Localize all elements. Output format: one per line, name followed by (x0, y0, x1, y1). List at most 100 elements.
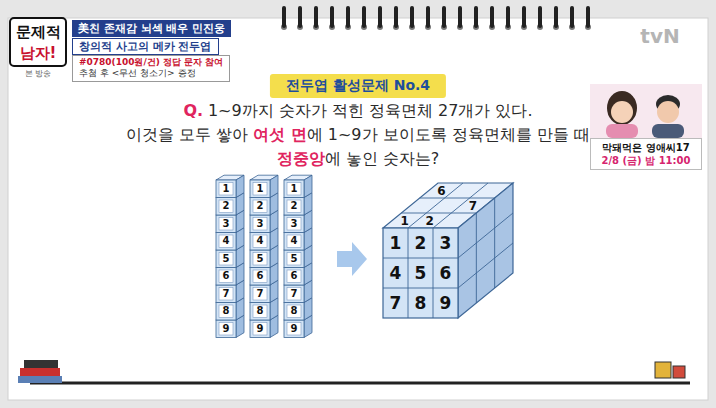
book (20, 368, 60, 376)
cube-front (216, 215, 236, 233)
question-text: 이것을 모두 쌓아 (126, 125, 248, 144)
face (611, 101, 633, 123)
number-frame (219, 323, 233, 336)
ring (506, 6, 510, 28)
cube-front (216, 268, 236, 286)
cube-number: 9 (257, 324, 264, 334)
number-frame (253, 323, 267, 336)
number-frame (253, 200, 267, 213)
cube-number: 6 (291, 271, 298, 281)
cube-number: 1 (223, 184, 230, 194)
question-line: Q.1~9까지 숫자가 적힌 정육면체 27개가 있다. (0, 101, 716, 120)
number-frame (287, 323, 301, 336)
cube-icon (655, 362, 671, 378)
cube-number: 2 (291, 201, 298, 211)
grid-line (494, 198, 495, 288)
cube-icon (673, 366, 685, 378)
number-frame (219, 253, 233, 266)
cube-number: 3 (291, 219, 298, 229)
big-cube (383, 183, 513, 318)
logo-frame (10, 18, 66, 66)
cube-front (250, 303, 270, 321)
number-frame (253, 183, 267, 196)
cube-number: 2 (223, 201, 230, 211)
cube-number: 3 (223, 219, 230, 229)
grid-line (383, 288, 458, 289)
cube-number: 5 (291, 254, 298, 264)
box-heading: 막돼먹은 영애씨17 (593, 141, 699, 154)
cube-front (216, 180, 236, 198)
number-frame (219, 305, 233, 318)
question-text: 에 1~9가 보이도록 정육면체를 만들 때 (307, 125, 590, 144)
logo-text: 문제적 (16, 25, 61, 40)
cube-front (216, 250, 236, 268)
grid-line (401, 213, 476, 214)
ring (474, 6, 478, 28)
notebook-paper (8, 18, 708, 400)
number-frame (219, 183, 233, 196)
box-heading: 美친 존재감 뇌섹 배우 민진웅 (78, 21, 225, 36)
cube-number: 3 (440, 235, 452, 252)
caption-box: 美친 존재감 뇌섹 배우 민진웅 (72, 20, 231, 37)
small-cube (216, 175, 244, 197)
cube-front (216, 198, 236, 216)
cube-front (284, 233, 304, 251)
cube-front (216, 320, 236, 338)
cube-number: 8 (415, 295, 427, 312)
cube-number: 7 (469, 200, 477, 212)
cube-number: 7 (223, 289, 230, 299)
cube-number: 3 (257, 219, 264, 229)
number-frame (287, 200, 301, 213)
book-doodle (18, 360, 62, 383)
cube-front (216, 285, 236, 303)
number-frame (253, 305, 267, 318)
body (606, 124, 638, 138)
cube-front (216, 303, 236, 321)
grid-line (408, 183, 463, 228)
ring (538, 6, 542, 28)
cube-front (250, 215, 270, 233)
number-frame (253, 270, 267, 283)
ring (426, 6, 430, 28)
ring (442, 6, 446, 28)
ad-photo (590, 84, 702, 138)
cube-number: 1 (257, 184, 264, 194)
cube-front (284, 303, 304, 321)
book (24, 360, 58, 368)
photo-ground (590, 84, 702, 138)
grid-line (383, 258, 458, 259)
promo-box: 막돼먹은 영애씨172/8 (금) 밤 11:00 (590, 138, 702, 170)
cube-number: 9 (440, 295, 452, 312)
grid-line (458, 213, 513, 258)
cube-front (284, 268, 304, 286)
number-frame (219, 288, 233, 301)
cube-front (250, 250, 270, 268)
caption-box: 창의적 사고의 메카 전두엽 (72, 38, 219, 55)
cube-front (250, 180, 270, 198)
grid-line (433, 183, 488, 228)
cube-front (250, 268, 270, 286)
book (18, 376, 62, 383)
cube-front (284, 215, 304, 233)
cube-number: 5 (223, 254, 230, 264)
cube-number: 2 (257, 201, 264, 211)
cube-side (270, 175, 278, 197)
ring (330, 6, 334, 28)
cube-number: 2 (425, 215, 433, 227)
cube-number: 4 (223, 236, 230, 246)
cube-front (383, 228, 458, 318)
cube-number: 7 (291, 289, 298, 299)
ring (298, 6, 302, 28)
ring (570, 6, 574, 28)
cube-number: 4 (291, 236, 298, 246)
cube-number: 2 (415, 235, 427, 252)
ring (490, 6, 494, 28)
grid-line (420, 198, 495, 199)
face (657, 101, 679, 123)
info-box: #0780(100원/건) 정답 문자 참여추첨 후 <무선 청소기> 증정 (72, 55, 230, 82)
grid-line (458, 243, 513, 288)
title: 전두엽 활성문제 No.4 (286, 77, 430, 93)
number-frame (253, 253, 267, 266)
cube-number: 5 (415, 265, 427, 282)
